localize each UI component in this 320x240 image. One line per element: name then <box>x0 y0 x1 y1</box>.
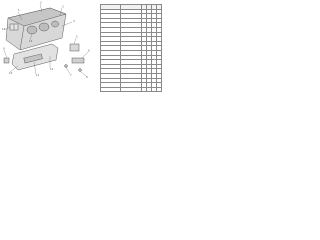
callout-label: 9 <box>3 47 5 51</box>
callout-label: 1 <box>18 8 20 12</box>
part-name-cell <box>120 86 142 93</box>
table-row <box>100 17 162 24</box>
callout-label: 13 <box>2 27 6 31</box>
bracket-part <box>71 57 85 64</box>
gauge-opening-left <box>26 25 38 35</box>
table-row <box>100 86 162 93</box>
callout-label: 2 <box>40 1 42 5</box>
callout-label: 12 <box>50 67 54 71</box>
gauge-opening-center <box>38 22 50 32</box>
lower-panel-slot <box>23 53 43 64</box>
clip-part <box>69 43 80 52</box>
table-header-row <box>100 4 162 10</box>
panel-top-face <box>7 7 67 27</box>
part-number-cell <box>100 86 121 93</box>
gauge-opening-right <box>51 20 59 28</box>
table-row <box>100 82 162 88</box>
callout-label: 8 <box>86 75 88 79</box>
table-row <box>100 54 162 61</box>
applicability-mark-cell <box>156 86 162 93</box>
callout-label: 7 <box>70 73 72 77</box>
panel-inner-ridge <box>19 25 25 51</box>
callout-label: 10 <box>9 71 13 75</box>
screw-part-2 <box>78 68 82 72</box>
leader-lines <box>3 3 89 77</box>
callout-label: 14 <box>29 39 33 43</box>
callout-label: 3 <box>62 5 64 9</box>
callout-label: 4 <box>73 19 75 23</box>
callout-label: 6 <box>88 49 90 53</box>
knob-part <box>3 57 10 64</box>
callout-label: 11 <box>36 73 40 77</box>
parts-list-table <box>100 4 162 93</box>
callout-label: 5 <box>76 35 78 39</box>
screw-part-1 <box>64 64 68 68</box>
